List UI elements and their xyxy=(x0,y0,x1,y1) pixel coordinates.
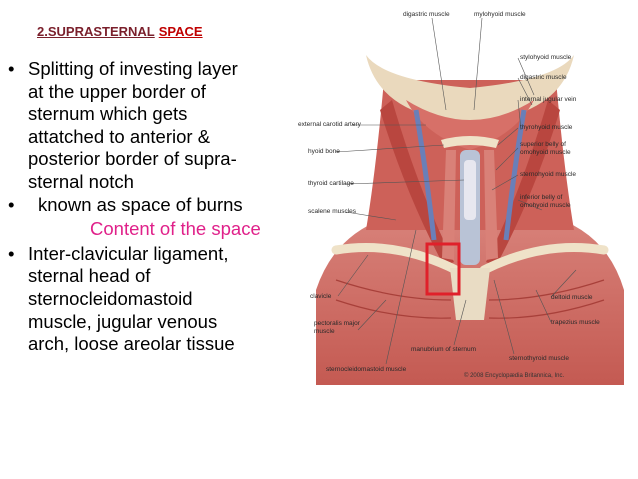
label-external-carotid: external carotid artery xyxy=(298,121,361,128)
text-line: arch, loose areolar tissue xyxy=(28,333,235,355)
text-line: Inter-clavicular ligament, xyxy=(28,242,229,264)
label-internal-jugular: internal jugular vein xyxy=(520,96,577,103)
clavicle-right xyxy=(479,243,609,275)
label-thyroid-cartilage: thyroid cartilage xyxy=(308,180,354,187)
label-clavicle: clavicle xyxy=(310,293,332,300)
text-line: posterior border of supra- xyxy=(28,148,237,170)
label-manubrium: manubrium of sternum xyxy=(411,346,477,353)
bullet-contents: Inter-clavicular ligament, sternal head … xyxy=(6,243,300,356)
label-trapezius: trapezius muscle xyxy=(551,319,600,326)
label-pectoralis-1: pectoralis major xyxy=(314,320,360,327)
label-hyoid-bone: hyoid bone xyxy=(308,148,340,155)
label-thyrohyoid: thyrohyoid muscle xyxy=(520,124,573,131)
label-scalene: scalene muscles xyxy=(308,208,357,215)
text-line: at the upper border of xyxy=(28,80,206,102)
mandible-shape xyxy=(366,55,574,123)
label-digastric-top: digastric muscle xyxy=(403,11,450,18)
label-deltoid: deltoid muscle xyxy=(551,294,593,301)
bullet-known-as: known as space of burns xyxy=(6,194,300,217)
text-line: sternal notch xyxy=(28,170,134,192)
label-digastric-right: digastric muscle xyxy=(520,74,567,81)
label-superior-belly: superior belly of xyxy=(520,141,566,148)
clavicle-left xyxy=(331,243,461,275)
label-omohyoid-1: omohyoid muscle xyxy=(520,149,571,156)
neck-illustration xyxy=(316,17,624,385)
bullet-definition: Splitting of investing layer at the uppe… xyxy=(6,58,300,194)
title-space: SPACE xyxy=(158,24,203,39)
text-line: sternocleidomastoid xyxy=(28,287,193,309)
label-inferior-belly: inferior belly of xyxy=(520,194,563,201)
text-line: known as space of burns xyxy=(38,193,243,215)
neck-anatomy-figure: digastric muscle mylohyoid muscle styloh… xyxy=(298,0,638,400)
label-mylohyoid: mylohyoid muscle xyxy=(474,11,526,18)
text-line: sternum which gets xyxy=(28,103,188,125)
label-omohyoid-2: omohyoid muscle xyxy=(520,202,571,209)
suprasternal-space-box xyxy=(425,242,461,296)
slide-text: Splitting of investing layer at the uppe… xyxy=(6,58,300,356)
label-sternohyoid: sternohyoid muscle xyxy=(520,171,576,178)
text-line: Splitting of investing layer xyxy=(28,58,238,79)
hyoid-shape xyxy=(441,136,499,148)
content-heading: Content of the space xyxy=(90,218,261,240)
scm-right xyxy=(486,100,560,266)
leader-lines xyxy=(335,17,577,365)
text-line: attatched to anterior & xyxy=(28,125,211,147)
label-stylohyoid: stylohyoid muscle xyxy=(520,54,572,61)
label-pectoralis-2: muscle xyxy=(314,328,335,335)
title-number: 2.SUPRASTERNAL xyxy=(37,24,155,39)
text-line: muscle, jugular venous xyxy=(28,310,218,332)
scm-left xyxy=(380,100,454,266)
label-sternothyroid: sternothyroid muscle xyxy=(509,355,569,362)
figure-credit: © 2008 Encyclopædia Britannica, Inc. xyxy=(464,373,565,379)
text-line: sternal head of xyxy=(28,265,151,287)
label-sternocleidomastoid: sternocleidomastoid muscle xyxy=(326,366,407,373)
